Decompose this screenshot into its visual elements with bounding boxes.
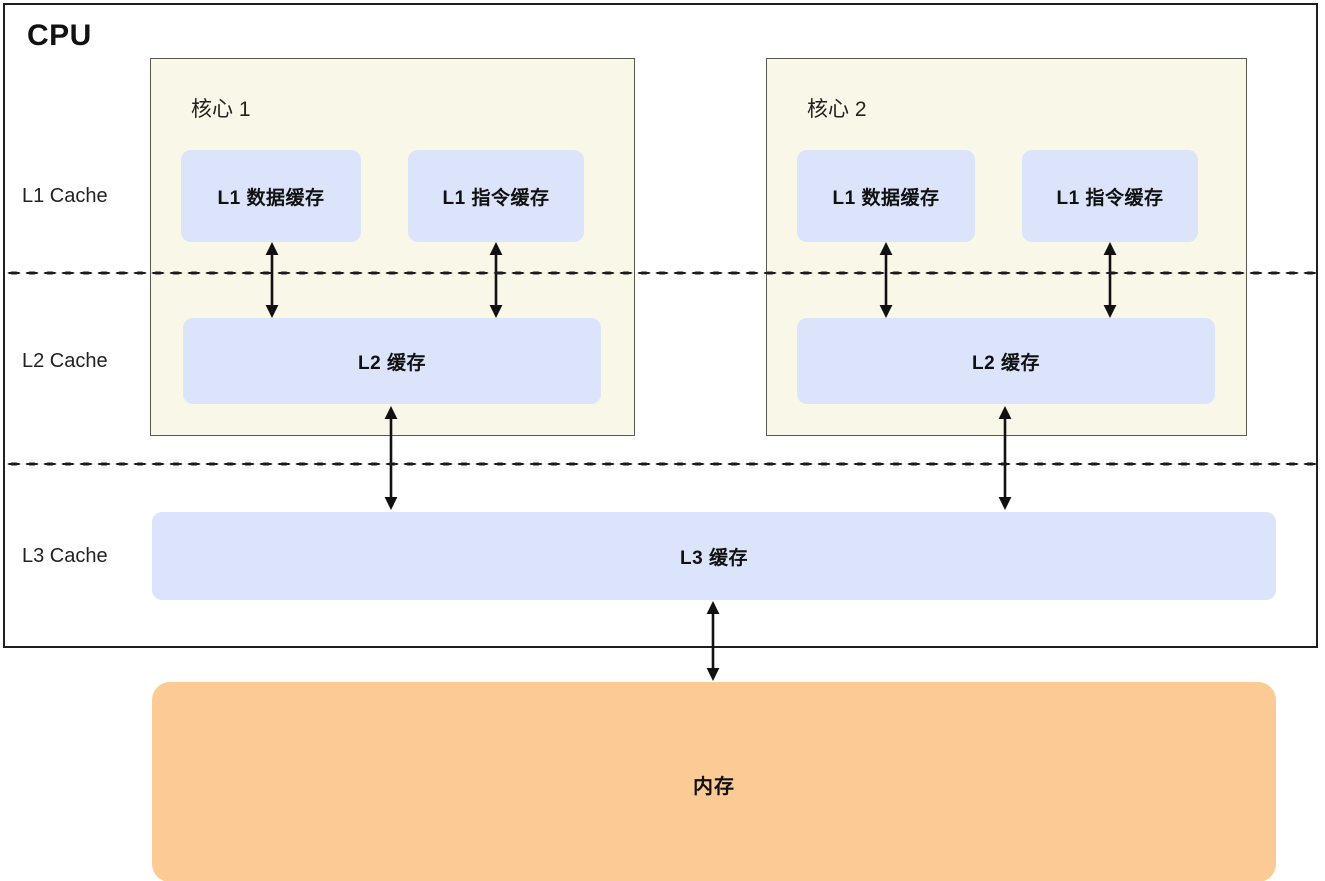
core-2-title: 核心 2 xyxy=(807,98,867,121)
separator-l1-l2 xyxy=(5,271,1316,275)
arrow-core2-l1i-to-l2 xyxy=(1100,242,1120,318)
core-2-l2-cache: L2 缓存 xyxy=(797,318,1215,404)
core-1-l1-instruction-cache: L1 指令缓存 xyxy=(408,150,584,242)
core-1-title: 核心 1 xyxy=(191,98,251,121)
separator-l2-l3 xyxy=(5,462,1316,466)
arrow-core1-l1d-to-l2 xyxy=(262,242,282,318)
arrow-core1-l1i-to-l2 xyxy=(486,242,506,318)
row-label-l3-cache: L3 Cache xyxy=(22,545,108,567)
core-2-l1-instruction-cache: L1 指令缓存 xyxy=(1022,150,1198,242)
memory-block: 内存 掘金技术社区 @ 京东云开发者 xyxy=(152,682,1276,881)
cpu-title: CPU xyxy=(27,19,92,52)
core-1-l2-cache: L2 缓存 xyxy=(183,318,601,404)
arrow-core2-l2-to-l3 xyxy=(995,406,1015,510)
row-label-l2-cache: L2 Cache xyxy=(22,350,108,372)
memory-label: 内存 xyxy=(693,776,735,798)
arrow-core1-l2-to-l3 xyxy=(381,406,401,510)
core-1-l1-data-cache: L1 数据缓存 xyxy=(181,150,361,242)
l3-cache-block: L3 缓存 xyxy=(152,512,1276,600)
row-label-l1-cache: L1 Cache xyxy=(22,185,108,207)
arrow-core2-l1d-to-l2 xyxy=(876,242,896,318)
core-2-l1-data-cache: L1 数据缓存 xyxy=(797,150,975,242)
arrow-l3-to-memory xyxy=(703,601,723,681)
